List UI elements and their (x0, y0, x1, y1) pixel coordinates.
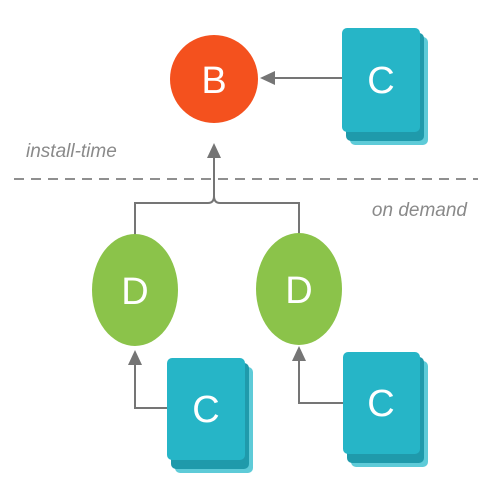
edge-base-config-to-base (260, 71, 343, 85)
feature-node-left-circle (92, 234, 178, 346)
config-card-right-face (343, 352, 420, 454)
feature-node-right: D (256, 233, 342, 345)
edge-right-config-to-right-feature (292, 346, 344, 404)
config-card-right-label: C (367, 383, 394, 425)
config-card-base-face (342, 28, 420, 132)
edge-features-to-base (134, 143, 300, 235)
on-demand-label: on demand (372, 200, 469, 221)
install-time-label: install-time (26, 141, 117, 162)
edge-left-config-to-left-feature (128, 350, 168, 409)
feature-node-left: D (92, 234, 178, 346)
base-node-label: B (201, 60, 226, 102)
config-card-right: C (343, 352, 428, 467)
feature-node-left-label: D (121, 271, 148, 313)
config-card-left-label: C (192, 389, 219, 431)
config-card-base: C (342, 28, 428, 145)
config-card-left-face (167, 358, 245, 460)
base-node-circle (170, 35, 258, 123)
base-node: B (170, 35, 258, 123)
config-card-left: C (167, 358, 253, 473)
config-card-base-label: C (367, 60, 394, 102)
feature-node-right-circle (256, 233, 342, 345)
feature-node-right-label: D (285, 270, 312, 312)
